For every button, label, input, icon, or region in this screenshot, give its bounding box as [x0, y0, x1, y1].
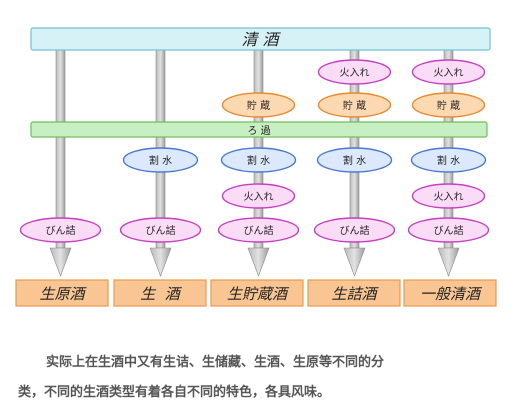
sake-flow-diagram: 清 酒 ろ 過 火入れ 火入れ 貯 蔵 貯 蔵 貯 蔵 割 水 割 水 割 水 … [15, 27, 497, 307]
chozo-node-col5 [411, 92, 486, 118]
warimizu-label-col2: 割 水 [149, 154, 172, 167]
hiire-label-col4: 火入れ [340, 67, 370, 79]
product-box-nama-genshu [15, 279, 109, 307]
caption-paragraph: 实际上在生酒中又有生诘、生储藏、生酒、生原等不同的分 类，不同的生酒类型有着各自… [18, 348, 508, 408]
chozo-node-col3 [221, 92, 296, 118]
warimizu-label-col5: 割 水 [437, 154, 460, 167]
hiire2-label-col5: 火入れ [434, 191, 464, 203]
product-box-nama-zake [113, 279, 207, 307]
binzume-node-col4 [313, 217, 396, 243]
seishu-top-bar [30, 27, 491, 51]
hiire-node-col5 [411, 59, 486, 85]
warimizu-label-col3: 割 水 [247, 154, 270, 167]
filtration-bar-label: ろ 過 [247, 125, 270, 137]
chozo-label-col3: 貯 蔵 [247, 99, 270, 112]
warimizu-node-col2 [122, 147, 199, 173]
product-boxes: 生原酒 生 酒 生貯蔵酒 生詰酒 一般清酒 [15, 279, 497, 307]
arrow-head-4 [343, 247, 366, 277]
chozo-node-col4 [317, 92, 392, 118]
product-box-namazume-shu [307, 279, 401, 307]
binzume-label-col1: びん詰 [46, 224, 76, 237]
warimizu-label-col4: 割 水 [343, 154, 366, 167]
arrow-heads [49, 247, 460, 277]
binzume-label-col4: びん詰 [340, 224, 370, 237]
binzume-label-col5: びん詰 [434, 224, 464, 237]
product-label-nama-genshu: 生原酒 [39, 285, 87, 303]
hiire-node-col4 [317, 59, 392, 85]
caption-line-1: 实际上在生酒中又有生诘、生储藏、生酒、生原等不同的分 [46, 355, 385, 370]
binzume-node-col5 [407, 217, 490, 243]
product-label-namazume-shu: 生詰酒 [331, 285, 379, 303]
product-label-ippan-seishu: 一般清酒 [420, 285, 483, 303]
chozo-label-col5: 貯 蔵 [437, 99, 460, 112]
product-label-nama-zake: 生 酒 [140, 285, 183, 303]
filtration-bar [30, 121, 488, 138]
hiire-step-1: 火入れ 火入れ [317, 59, 486, 85]
arrow-head-3 [247, 247, 270, 277]
warimizu-node-col4 [316, 147, 393, 173]
hiire-step-2: 火入れ 火入れ [221, 183, 486, 209]
binzume-node-col2 [119, 217, 202, 243]
hiire-label-col5: 火入れ [434, 67, 464, 79]
arrow-head-1 [49, 247, 72, 277]
chozo-label-col4: 貯 蔵 [343, 99, 366, 112]
caption-line-2: 类，不同的生酒类型有着各自不同的特色，各具风味。 [18, 385, 331, 400]
binzume-node-col1 [19, 217, 102, 243]
product-box-nama-chozoshu [210, 279, 304, 307]
arrow-head-2 [149, 247, 172, 277]
warimizu-node-col3 [220, 147, 297, 173]
chozo-step: 貯 蔵 貯 蔵 貯 蔵 [221, 92, 486, 118]
binzume-label-col2: びん詰 [146, 224, 176, 237]
seishu-top-bar-label: 清 酒 [241, 30, 281, 49]
hiire2-node-col3 [221, 183, 296, 209]
binzume-label-col3: びん詰 [244, 224, 274, 237]
product-label-nama-chozoshu: 生貯蔵酒 [227, 285, 290, 303]
binzume-step: びん詰 びん詰 びん詰 びん詰 びん詰 [19, 217, 490, 243]
hiire2-label-col3: 火入れ [244, 191, 274, 203]
arrow-head-5 [437, 247, 460, 277]
warimizu-node-col5 [410, 147, 487, 173]
warimizu-step: 割 水 割 水 割 水 割 水 [122, 147, 487, 173]
hiire2-node-col5 [411, 183, 486, 209]
binzume-node-col3 [217, 217, 300, 243]
product-box-ippan-seishu [403, 279, 497, 307]
